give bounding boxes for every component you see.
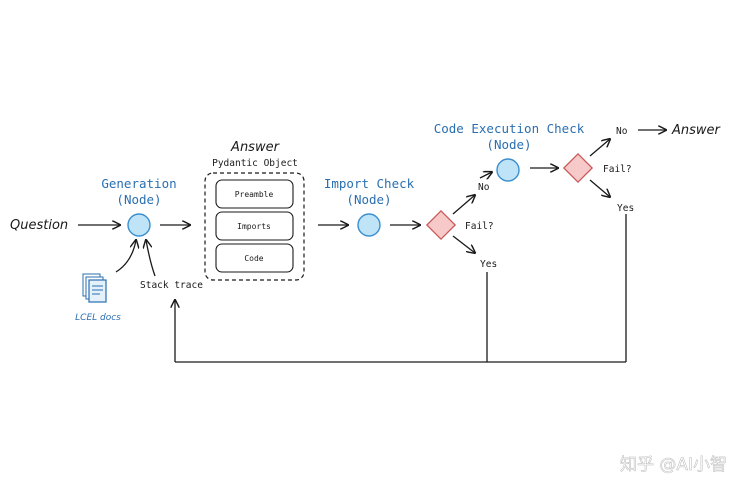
answer-heading: Answer bbox=[230, 140, 281, 155]
generation-title: Generation bbox=[101, 176, 176, 191]
exec-yes-label: Yes bbox=[617, 203, 634, 214]
import-fail-diamond bbox=[425, 209, 457, 241]
generation-subtitle: (Node) bbox=[116, 192, 161, 207]
import-check-title: Import Check bbox=[324, 176, 415, 191]
answer-subheading: Pydantic Object bbox=[212, 158, 298, 169]
preamble-field bbox=[215, 179, 294, 209]
exec-yes-arrow bbox=[589, 179, 610, 197]
exec-check-subtitle: (Node) bbox=[486, 137, 531, 152]
stack-trace-arrow bbox=[146, 240, 156, 277]
docs-arrow bbox=[115, 240, 136, 273]
final-answer-label: Answer bbox=[671, 123, 722, 138]
exec-fail-diamond bbox=[562, 152, 594, 184]
imports-label: Imports bbox=[237, 222, 271, 231]
generation-node bbox=[127, 213, 151, 237]
import-no-label: No bbox=[478, 182, 490, 193]
exec-fail-label: Fail? bbox=[603, 164, 632, 175]
stack-trace-label: Stack trace bbox=[140, 280, 203, 291]
document-stack-icon bbox=[82, 273, 107, 303]
code-field bbox=[215, 243, 294, 273]
import-no-arrow bbox=[452, 195, 475, 215]
import-yes-label: Yes bbox=[480, 259, 497, 270]
preamble-label: Preamble bbox=[235, 190, 274, 199]
question-label: Question bbox=[10, 218, 68, 233]
exec-no-label: No bbox=[616, 126, 628, 137]
import-check-subtitle: (Node) bbox=[346, 192, 391, 207]
watermark: 知乎 @AI小智 bbox=[620, 455, 727, 475]
import-no-to-exec-arrow bbox=[479, 172, 492, 178]
import-fail-label: Fail? bbox=[465, 221, 494, 232]
imports-field bbox=[215, 211, 294, 241]
exec-check-node bbox=[496, 158, 520, 182]
exec-check-title: Code Execution Check bbox=[434, 121, 585, 136]
import-check-node bbox=[357, 213, 381, 237]
docs-label: LCEL docs bbox=[75, 313, 121, 323]
pydantic-object-box bbox=[204, 172, 305, 281]
import-yes-arrow bbox=[452, 235, 475, 253]
exec-no-arrow bbox=[589, 139, 610, 157]
code-label: Code bbox=[244, 254, 263, 263]
